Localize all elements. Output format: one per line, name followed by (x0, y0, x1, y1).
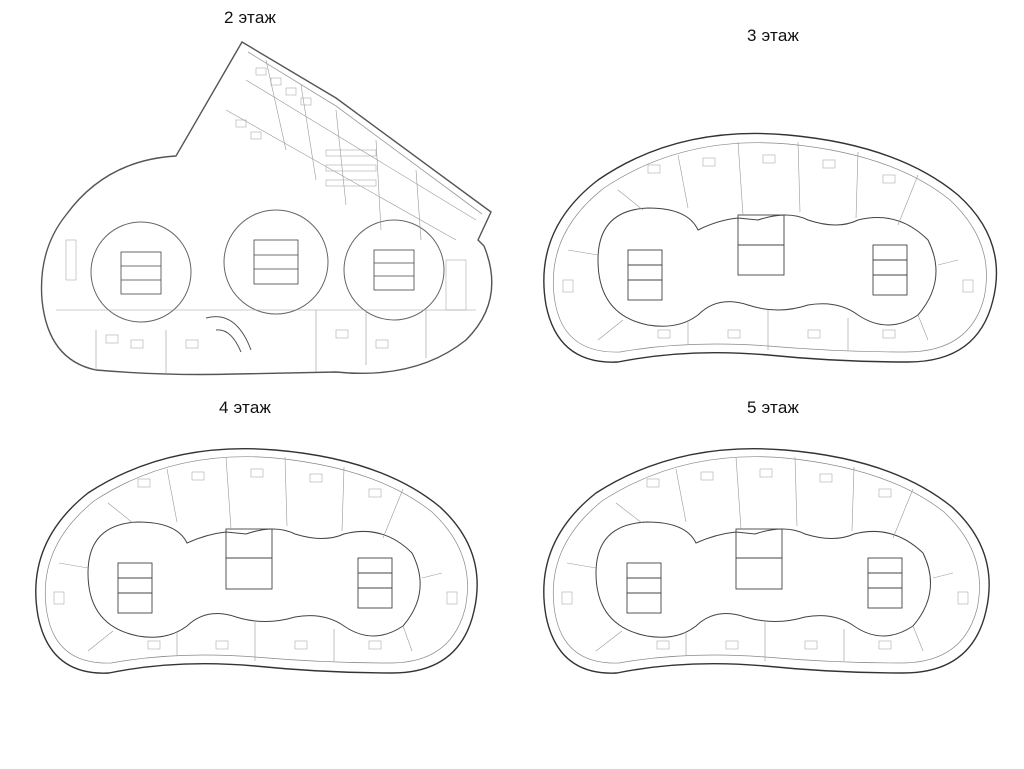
floor-2-core-stairs (120, 239, 415, 295)
floor-3-inner-courts (597, 207, 937, 327)
floor-5-plan (543, 447, 990, 674)
floor-2-spiral-stair (205, 316, 252, 353)
floor-3-cores (627, 214, 908, 301)
floor-3-radial-walls (567, 141, 959, 350)
floor-5-inner-courts (595, 521, 932, 638)
floor-4-outline (35, 447, 478, 674)
floor-5-cores (626, 528, 903, 614)
floor-2-plan (40, 41, 493, 376)
floor-4-label: 4 этаж (218, 398, 272, 417)
floor-5-desks (561, 468, 969, 650)
floor-4-cores (117, 528, 393, 614)
floor-4-inner-courts (87, 521, 421, 638)
floor-4-plan (35, 447, 478, 674)
floor-2-desks (65, 67, 467, 349)
floor-2-room-grid (56, 59, 477, 374)
floor-3-plan (543, 132, 998, 363)
floor-2-label: 2 этаж (223, 8, 277, 27)
floor-5-label: 5 этаж (746, 398, 800, 417)
floor-5-outline (543, 447, 990, 674)
floor-4-desks (53, 468, 458, 650)
floor-4-radial-walls (58, 456, 443, 661)
floor-3-label: 3 этаж (746, 26, 800, 45)
floor-5-radial-walls (566, 456, 954, 661)
floor-3-outline (543, 132, 998, 363)
floor-3-desks (562, 154, 974, 339)
floor-2-cores (90, 209, 445, 323)
floor-2-outline (40, 41, 493, 376)
